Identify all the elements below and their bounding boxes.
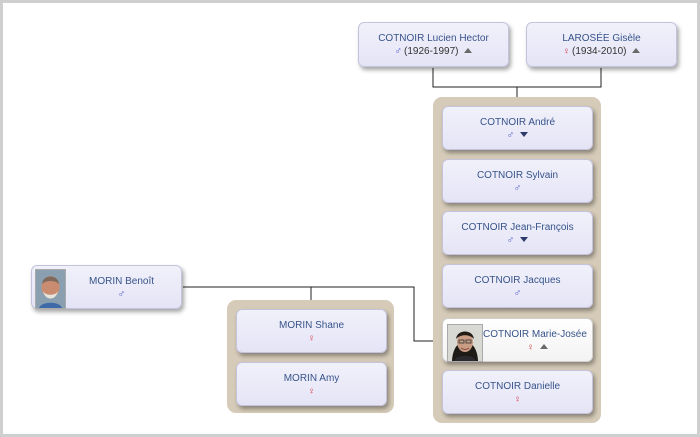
profile-photo [35, 269, 66, 309]
triangle-up-icon[interactable] [632, 48, 641, 53]
female-symbol-icon: ♀ [307, 386, 316, 397]
person-card-sibling[interactable]: COTNOIR Danielle ♀ [442, 370, 593, 414]
person-card-spouse[interactable]: MORIN Benoît ♂ [31, 265, 182, 309]
person-name: COTNOIR Jacques [474, 275, 561, 286]
male-symbol-icon: ♂ [513, 183, 522, 194]
person-name: MORIN Amy [283, 373, 340, 384]
siblings-group [433, 97, 601, 423]
life-years: (1926-1997) [404, 46, 459, 57]
profile-photo [447, 324, 483, 362]
person-name: MORIN Benoît [88, 276, 155, 287]
female-symbol-icon: ♀ [562, 46, 571, 57]
triangle-up-icon[interactable] [464, 48, 473, 53]
person-card-root[interactable]: COTNOIR Marie-Josée ♀ [442, 318, 593, 362]
person-name: COTNOIR Marie-Josée [483, 329, 587, 340]
male-symbol-icon: ♂ [506, 130, 515, 141]
person-card-sibling[interactable]: COTNOIR Jacques ♂ [442, 264, 593, 308]
person-card-sibling[interactable]: COTNOIR Jean-François ♂ [442, 211, 593, 255]
male-symbol-icon: ♂ [117, 289, 126, 300]
parents-connector [432, 68, 602, 88]
person-name: COTNOIR Lucien Hector [378, 33, 489, 44]
female-symbol-icon: ♀ [513, 394, 522, 405]
male-symbol-icon: ♂ [394, 46, 403, 57]
person-name: COTNOIR Jean-François [461, 222, 574, 233]
person-card-father[interactable]: COTNOIR Lucien Hector ♂(1926-1997) [358, 22, 509, 67]
triangle-up-icon[interactable] [540, 344, 549, 349]
person-card-sibling[interactable]: COTNOIR André ♂ [442, 106, 593, 150]
person-card-child[interactable]: MORIN Shane ♀ [236, 309, 387, 353]
triangle-down-icon[interactable] [520, 237, 529, 242]
life-years: (1934-2010) [572, 46, 627, 57]
male-symbol-icon: ♂ [513, 288, 522, 299]
person-card-child[interactable]: MORIN Amy ♀ [236, 362, 387, 406]
person-name: LAROSÉE Gisèle [562, 33, 641, 44]
person-name: COTNOIR Sylvain [476, 170, 559, 181]
female-symbol-icon: ♀ [307, 333, 316, 344]
male-symbol-icon: ♂ [506, 235, 515, 246]
person-card-sibling[interactable]: COTNOIR Sylvain ♂ [442, 159, 593, 203]
spouse-connector [183, 286, 442, 342]
person-name: COTNOIR André [479, 117, 556, 128]
female-symbol-icon: ♀ [526, 342, 535, 353]
triangle-down-icon[interactable] [520, 132, 529, 137]
person-name: MORIN Shane [278, 320, 345, 331]
person-name: COTNOIR Danielle [474, 381, 561, 392]
person-card-mother[interactable]: LAROSÉE Gisèle ♀(1934-2010) [526, 22, 677, 67]
